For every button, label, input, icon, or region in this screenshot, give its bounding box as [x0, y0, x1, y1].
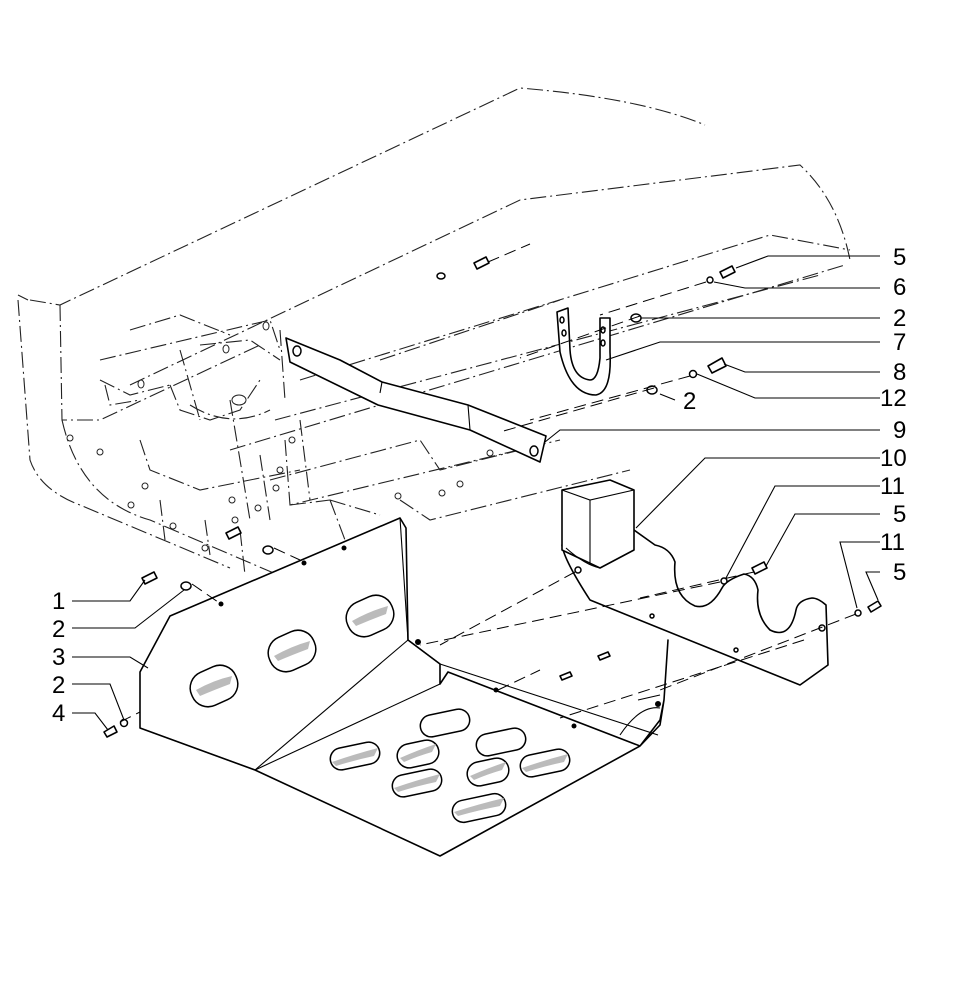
- callout-labels: 5 6 2 7 8 2 12 9 10 11 5 11 5 1 2 3 2 4: [52, 244, 907, 727]
- assembly-axis-lines: [119, 243, 857, 723]
- callout-1: 1: [52, 588, 65, 615]
- callout-7: 7: [893, 329, 906, 356]
- callout-2-left: 2: [52, 616, 65, 643]
- floor-slots: [329, 708, 571, 824]
- callout-12: 12: [880, 385, 907, 412]
- skid-plate-holes: [218, 545, 661, 729]
- mounting-bracket-9: [285, 337, 547, 463]
- callout-11: 11: [880, 473, 905, 500]
- callout-2: 2: [893, 305, 906, 332]
- callout-8: 8: [893, 359, 906, 386]
- callout-2-lower-left: 2: [52, 672, 65, 699]
- callout-9: 9: [893, 417, 906, 444]
- flange-slots: [189, 594, 395, 708]
- callout-6: 6: [893, 274, 906, 301]
- phantom-holes: [66, 321, 494, 552]
- guard-plate-10: [561, 479, 829, 686]
- callout-2-washer: 2: [683, 388, 696, 415]
- callout-5-far-right: 5: [893, 559, 906, 586]
- phantom-machine-frame: [17, 87, 851, 581]
- callout-4: 4: [52, 700, 65, 727]
- callout-10: 10: [880, 445, 907, 472]
- callout-5-right: 5: [893, 501, 906, 528]
- callout-3: 3: [52, 644, 65, 671]
- callout-5: 5: [893, 244, 906, 271]
- u-clamp-7: [556, 307, 612, 396]
- callout-11-right: 11: [880, 529, 905, 556]
- leader-lines: [72, 255, 880, 731]
